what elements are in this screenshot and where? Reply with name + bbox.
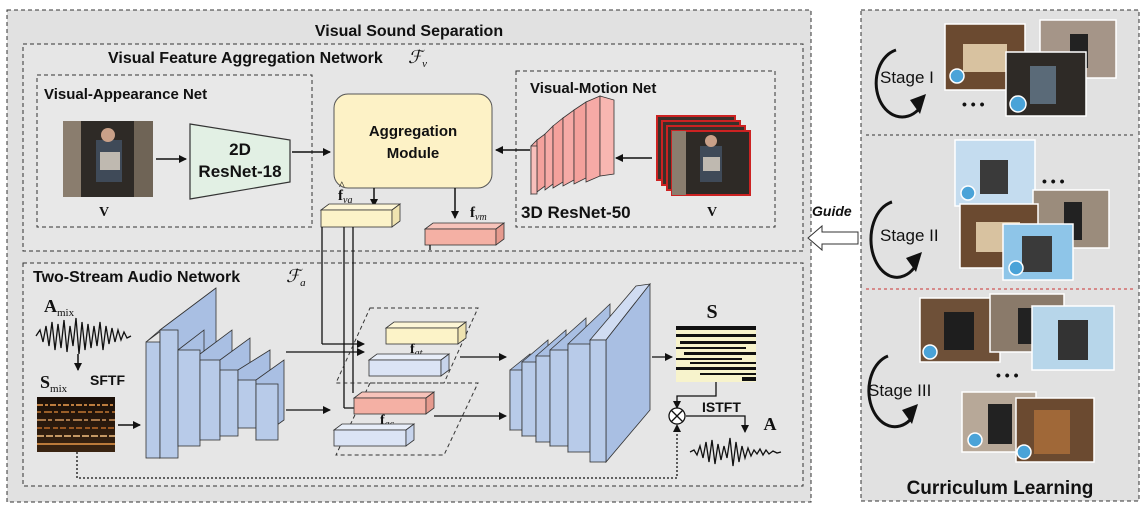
s-mix-label: Smix (40, 372, 68, 395)
a-mix-label: Amix (44, 296, 75, 319)
output-waveform (689, 437, 782, 467)
a-mix-waveform (35, 317, 132, 355)
audio-encoder-block (145, 287, 285, 459)
feature-f-at: fat (384, 321, 468, 359)
vfan-symbol: ℱv (408, 47, 427, 70)
svg-text:fva: fva (338, 188, 352, 206)
audio-decoder-block (509, 282, 651, 464)
audio-title: Two-Stream Audio Network (33, 269, 240, 286)
resnet18-block: 2D ResNet-18 (189, 123, 291, 200)
stage-1-ellipsis: • • • (962, 96, 985, 112)
multiply-operator (668, 407, 686, 425)
stage-2-ellipsis: • • • (1042, 173, 1065, 189)
stage-2: Stage II • • • (869, 139, 1110, 281)
stage-3: Stage III • • • (867, 293, 1115, 463)
curriculum-title: Curriculum Learning (907, 478, 1094, 499)
audio-symbol: ℱa (286, 266, 306, 289)
appearance-title: Visual-Appearance Net (44, 86, 207, 103)
motion-video-frames (656, 115, 751, 196)
stage-2-label: Stage II (880, 226, 939, 245)
feature-f-va: fva ^ (319, 178, 402, 228)
resnet50-label: 3D ResNet-50 (521, 203, 631, 222)
feature-f-ac: fac (352, 391, 436, 430)
feature-f-at-audio (367, 353, 451, 377)
sftf-label: SFTF (90, 372, 125, 388)
motion-input-label: V (707, 205, 717, 220)
motion-title: Visual-Motion Net (530, 80, 656, 97)
output-mask (676, 326, 756, 382)
panel-title: Visual Sound Separation (315, 23, 503, 40)
stage-3-label: Stage III (868, 381, 931, 400)
svg-text:^: ^ (339, 178, 345, 192)
guide-arrow (807, 224, 859, 252)
appearance-input-label: V (99, 205, 109, 220)
svg-text:2D: 2D (229, 140, 251, 159)
visual-appearance-panel: Visual-Appearance Net V 2D ResNet-18 (36, 74, 331, 228)
visual-motion-panel: Visual-Motion Net 3D ResNet-50 (495, 70, 776, 228)
svg-text:Module: Module (387, 145, 440, 162)
stage-1-label: Stage I (880, 68, 934, 87)
stage-1: Stage I • • • (874, 19, 1117, 119)
guide-label: Guide (812, 203, 852, 219)
feature-f-vm: fvm (423, 205, 506, 246)
svg-text:fvm: fvm (470, 205, 487, 223)
feature-f-ac-audio (332, 423, 416, 447)
aggregation-module: Aggregation Module (333, 93, 493, 189)
svg-text:ResNet-18: ResNet-18 (198, 162, 281, 181)
svg-text:Aggregation: Aggregation (369, 123, 457, 140)
input-spectrogram (37, 397, 115, 452)
appearance-video-frame (63, 121, 153, 197)
istft-label: ISTFT (702, 399, 741, 415)
resnet50-block (530, 95, 615, 195)
s-out-label: S (706, 301, 717, 323)
vfan-title: Visual Feature Aggregation Network (108, 50, 383, 67)
stage-3-ellipsis: • • • (996, 367, 1019, 383)
svg-text:fat: fat (410, 342, 423, 359)
a-out-label: A (764, 414, 777, 434)
